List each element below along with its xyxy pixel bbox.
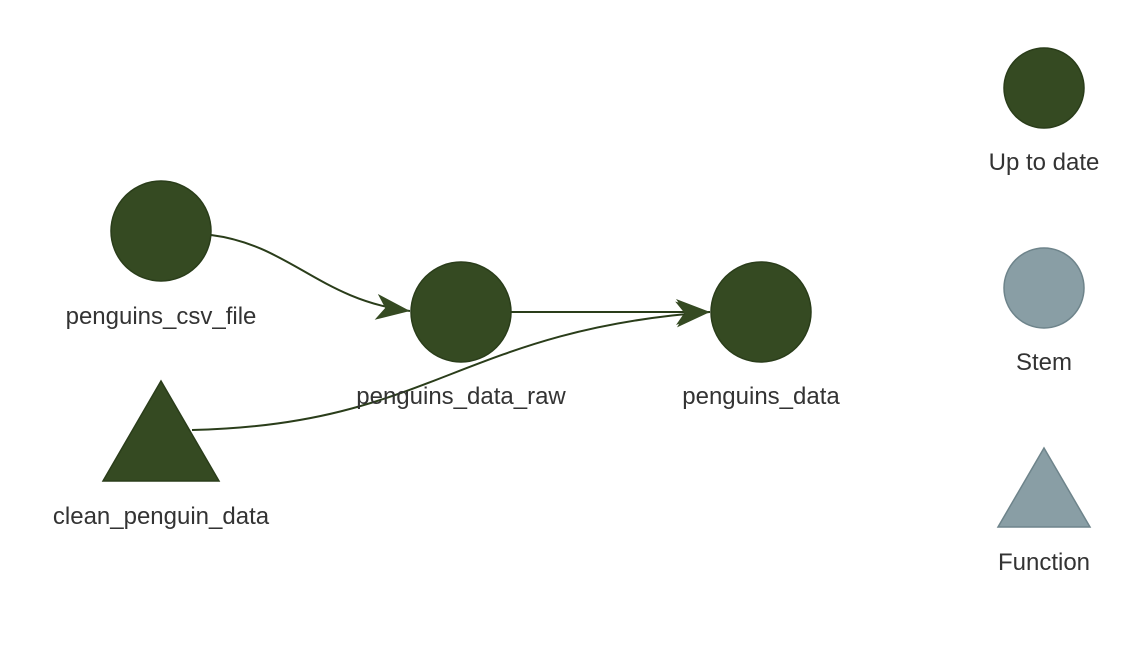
legend-label-function: Function <box>998 549 1090 576</box>
node-shape-circle <box>110 180 212 282</box>
node-shape-circle <box>410 261 512 363</box>
node-label-clean-penguin-data: clean_penguin_data <box>53 503 270 530</box>
edge-penguins-csv-file-to-penguins-data-raw <box>210 234 411 320</box>
legend-triangle-gray-icon <box>996 446 1092 528</box>
legend-item-function: Function <box>996 446 1092 576</box>
node-shape-circle <box>710 261 812 363</box>
node-penguins-data[interactable]: penguins_data <box>682 261 840 410</box>
node-label-penguins-data-raw: penguins_data_raw <box>356 383 566 410</box>
legend-item-stem: Stem <box>1003 247 1085 376</box>
legend-item-up-to-date: Up to date <box>989 47 1100 176</box>
node-label-penguins-csv-file: penguins_csv_file <box>66 303 257 330</box>
legend-circle-gray-icon <box>1003 247 1085 329</box>
node-label-penguins-data: penguins_data <box>682 383 840 410</box>
node-penguins-data-raw[interactable]: penguins_data_raw <box>356 261 566 410</box>
node-shape-triangle <box>101 379 221 482</box>
node-penguins-csv-file[interactable]: penguins_csv_file <box>66 180 257 330</box>
edge-clean-penguin-data-to-penguins-data <box>191 301 711 431</box>
legend: Up to date Stem Function <box>989 47 1100 576</box>
legend-circle-dark-icon <box>1003 47 1085 129</box>
node-clean-penguin-data[interactable]: clean_penguin_data <box>53 379 270 530</box>
legend-label-stem: Stem <box>1016 349 1072 376</box>
legend-label-up-to-date: Up to date <box>989 149 1100 176</box>
